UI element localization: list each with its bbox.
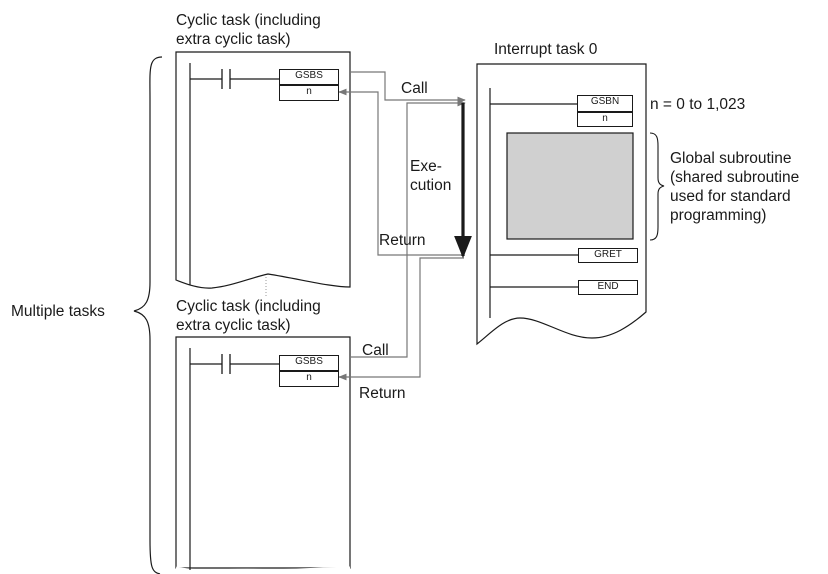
call-arrow-top xyxy=(349,71,466,104)
bottom-task-title-line2: extra cyclic task) xyxy=(176,317,291,334)
subroutine-note-line1: Global subroutine xyxy=(670,150,792,167)
subroutine-note-line4: programming) xyxy=(670,207,767,224)
end-instruction: END xyxy=(578,280,638,295)
top-task-page xyxy=(175,51,351,289)
top-gsbs-instruction: GSBS xyxy=(279,69,339,85)
gsbn-operand: n xyxy=(577,112,633,127)
top-gsbs-label: GSBS xyxy=(295,70,323,81)
bottom-operand-label: n xyxy=(306,372,312,383)
call-arrow-bottom xyxy=(349,99,466,358)
top-task-title-line2: extra cyclic task) xyxy=(176,31,291,48)
bottom-task-title-line1: Cyclic task (including xyxy=(176,298,321,315)
range-label: n = 0 to 1,023 xyxy=(650,96,746,113)
execution-label-line1: Exe- xyxy=(410,158,442,175)
return-arrow-top xyxy=(338,88,464,256)
gsbn-label: GSBN xyxy=(590,96,620,107)
execution-label: Exe- cution xyxy=(410,157,451,195)
top-task-title-line1: Cyclic task (including xyxy=(176,12,321,29)
top-task-contact xyxy=(221,69,231,89)
bottom-task-contact xyxy=(221,354,231,374)
return-arrow-bottom xyxy=(338,257,464,381)
subroutine-note-line3: used for standard xyxy=(670,188,791,205)
gsbn-operand-label: n xyxy=(602,113,608,124)
gret-label: GRET xyxy=(594,249,622,260)
execution-label-line2: cution xyxy=(410,177,452,194)
gsbn-instruction: GSBN xyxy=(577,95,633,112)
subroutine-note: Global subroutine (shared subroutine use… xyxy=(670,149,799,225)
bottom-gsbs-operand: n xyxy=(279,371,339,387)
return-label-top: Return xyxy=(379,232,426,249)
subroutine-body xyxy=(506,132,634,240)
top-gsbs-operand: n xyxy=(279,85,339,101)
top-task-title: Cyclic task (including extra cyclic task… xyxy=(176,11,321,49)
top-operand-label: n xyxy=(306,86,312,97)
multiple-tasks-label: Multiple tasks xyxy=(11,303,105,320)
return-label-bottom: Return xyxy=(359,385,406,402)
call-label-bottom: Call xyxy=(362,342,389,359)
multiple-tasks-brace xyxy=(133,56,163,574)
call-label-top: Call xyxy=(401,80,428,97)
subroutine-brace xyxy=(649,132,665,241)
interrupt-task-title: Interrupt task 0 xyxy=(494,41,598,58)
bottom-gsbs-instruction: GSBS xyxy=(279,355,339,371)
bottom-gsbs-label: GSBS xyxy=(295,356,323,367)
end-label: END xyxy=(597,281,619,292)
subroutine-note-line2: (shared subroutine xyxy=(670,169,800,186)
bottom-task-title: Cyclic task (including extra cyclic task… xyxy=(176,297,321,335)
gret-instruction: GRET xyxy=(578,248,638,263)
